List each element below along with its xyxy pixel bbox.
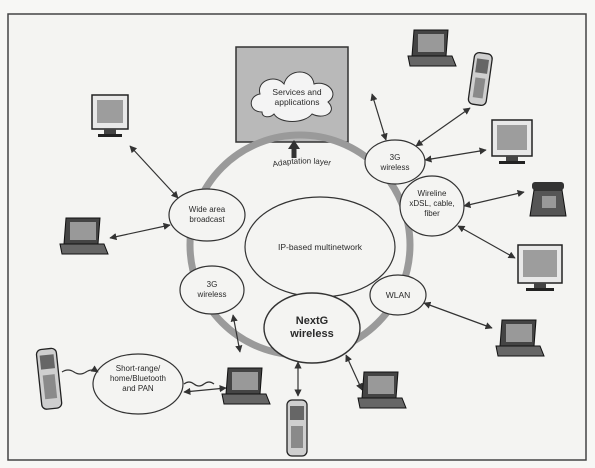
phone-icon xyxy=(286,399,308,457)
wireless-link xyxy=(61,365,99,375)
laptop-icon xyxy=(59,217,109,255)
adaptation-layer-label: Adaptation layer xyxy=(272,156,332,168)
laptop-icon xyxy=(357,371,407,409)
core-label: IP-based multinetwork xyxy=(278,242,363,252)
monitor-icon xyxy=(491,119,533,164)
cloud-icon xyxy=(250,71,334,122)
laptop-icon xyxy=(495,319,545,357)
svg-text:WLAN: WLAN xyxy=(386,290,411,300)
phone-icon xyxy=(467,51,493,107)
telephone-icon xyxy=(529,182,567,217)
laptop-icon xyxy=(221,367,271,405)
phone-icon xyxy=(35,347,63,410)
connection-arrows xyxy=(109,93,525,397)
laptop-icon xyxy=(407,29,457,67)
monitor-icon xyxy=(517,244,563,291)
monitor-icon xyxy=(91,94,129,137)
wireless-link xyxy=(183,381,215,387)
node-wlan: WLAN xyxy=(369,274,427,316)
